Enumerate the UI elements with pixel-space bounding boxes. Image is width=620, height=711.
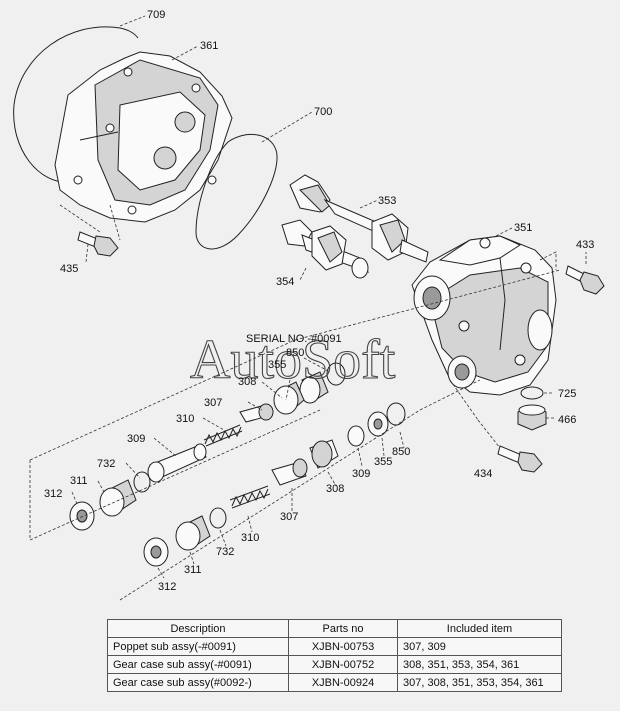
- label-351: 351: [514, 222, 532, 234]
- label-732-upper: 732: [97, 458, 115, 470]
- label-361: 361: [200, 40, 218, 52]
- label-312-lower: 312: [158, 581, 176, 593]
- label-309-lower: 309: [352, 468, 370, 480]
- label-311-upper: 311: [70, 475, 88, 487]
- header-included-item: Included item: [397, 619, 562, 638]
- bolt-434: [497, 445, 543, 473]
- bolt-435: [77, 231, 119, 257]
- label-307-lower: 307: [280, 511, 298, 523]
- serial-note: SERIAL NO.-#0091: [246, 333, 342, 345]
- cell-parts-no: XJBN-00753: [288, 637, 398, 656]
- label-308-lower: 308: [326, 483, 344, 495]
- label-353: 353: [378, 195, 396, 207]
- label-709: 709: [147, 9, 165, 21]
- table-row: Poppet sub assy(-#0091) XJBN-00753 307, …: [107, 637, 562, 656]
- label-732-lower: 732: [216, 546, 234, 558]
- label-311-lower: 311: [184, 564, 202, 576]
- label-850-upper: 850: [286, 347, 304, 359]
- table-header-row: Description Parts no Included item: [107, 619, 562, 638]
- label-850-lower: 850: [392, 446, 410, 458]
- cell-description: Gear case sub assy(-#0091): [107, 655, 289, 674]
- label-700: 700: [314, 106, 332, 118]
- label-310-upper: 310: [176, 413, 194, 425]
- label-355-upper: 355: [268, 359, 286, 371]
- header-description: Description: [107, 619, 289, 638]
- label-309-upper: 309: [127, 433, 145, 445]
- label-307-upper: 307: [204, 397, 222, 409]
- cell-description: Gear case sub assy(#0092-): [107, 673, 289, 692]
- label-435: 435: [60, 263, 78, 275]
- o-ring-709: [13, 26, 139, 183]
- cell-included-item: 308, 351, 353, 354, 361: [397, 655, 562, 674]
- label-355-lower: 355: [374, 456, 392, 468]
- bolt-433: [565, 265, 605, 295]
- table-row: Gear case sub assy(#0092-) XJBN-00924 30…: [107, 673, 562, 692]
- cell-included-item: 307, 308, 351, 353, 354, 361: [397, 673, 562, 692]
- parts-table: Description Parts no Included item Poppe…: [107, 619, 562, 692]
- header-parts-no: Parts no: [288, 619, 398, 638]
- label-354: 354: [276, 276, 294, 288]
- label-725: 725: [558, 388, 576, 400]
- o-ring-725: [520, 386, 544, 400]
- label-312-upper: 312: [44, 488, 62, 500]
- gear-shaft-353: [289, 174, 429, 263]
- plug-466: [517, 404, 547, 431]
- cover-plate-361: [54, 51, 233, 223]
- lower-poppet-stack: [143, 402, 406, 567]
- leader-lines: [29, 15, 587, 601]
- cell-parts-no: XJBN-00752: [288, 655, 398, 674]
- label-434: 434: [474, 468, 492, 480]
- table-row: Gear case sub assy(-#0091) XJBN-00752 30…: [107, 655, 562, 674]
- gear-case-351: [411, 235, 557, 396]
- watermark-text: AutoSoft: [190, 329, 396, 391]
- o-ring-700: [195, 133, 278, 250]
- label-433: 433: [576, 239, 594, 251]
- label-308-upper: 308: [238, 376, 256, 388]
- cell-parts-no: XJBN-00924: [288, 673, 398, 692]
- label-466: 466: [558, 414, 576, 426]
- label-310-lower: 310: [241, 532, 259, 544]
- cell-description: Poppet sub assy(-#0091): [107, 637, 289, 656]
- part-labels: 709 361 700 353 351 433 435 354 850 355 …: [44, 9, 594, 593]
- gear-shaft-354: [281, 219, 370, 279]
- upper-poppet-stack: [69, 362, 346, 531]
- cell-included-item: 307, 309: [397, 637, 562, 656]
